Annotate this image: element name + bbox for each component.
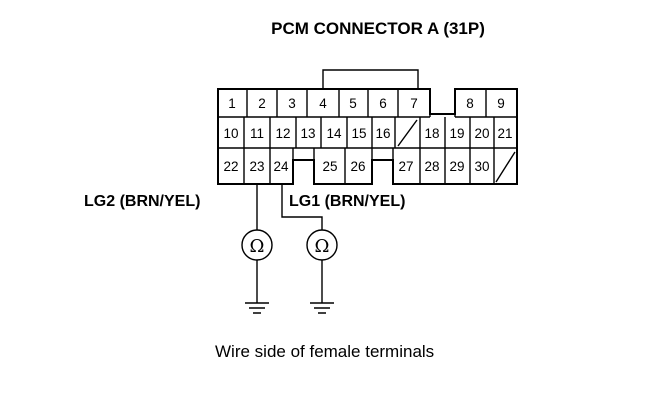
pin-row-2: 10 11 12 13 14 15 16 18 19 20 21 bbox=[223, 126, 512, 141]
ohm-symbol: Ω bbox=[315, 236, 330, 257]
ground-icon bbox=[245, 302, 269, 314]
row3-blank-cavity bbox=[495, 151, 516, 183]
pin-row-1: 1 2 3 4 5 6 7 8 9 bbox=[228, 96, 505, 111]
pin-label: 15 bbox=[351, 126, 366, 141]
pin-label: 27 bbox=[398, 159, 413, 174]
pin-label: 7 bbox=[410, 96, 418, 111]
pin-label: 8 bbox=[466, 96, 474, 111]
pin-label: 3 bbox=[288, 96, 296, 111]
pin-label: 14 bbox=[326, 126, 342, 141]
pin-label: 20 bbox=[474, 126, 489, 141]
pin-label: 1 bbox=[228, 96, 236, 111]
ohm-symbol: Ω bbox=[250, 236, 265, 257]
pin-label: 11 bbox=[250, 126, 264, 141]
pin-label: 2 bbox=[258, 96, 266, 111]
row2-blank-cavity bbox=[397, 119, 418, 147]
pin-label: 13 bbox=[300, 126, 315, 141]
lg1-wire bbox=[281, 184, 323, 230]
pin-label: 19 bbox=[449, 126, 464, 141]
pin-label: 21 bbox=[497, 126, 512, 141]
pin-label: 29 bbox=[449, 159, 464, 174]
pin-row-3: 22 23 24 25 26 27 28 29 30 bbox=[223, 159, 489, 174]
pin-label: 4 bbox=[319, 96, 327, 111]
pin-label: 23 bbox=[249, 159, 264, 174]
connector-lock-tab bbox=[322, 69, 419, 89]
pin-label: 10 bbox=[223, 126, 238, 141]
lg1-probe: Ω bbox=[281, 184, 338, 314]
pin-label: 12 bbox=[275, 126, 290, 141]
wire-label-lg1: LG1 (BRN/YEL) bbox=[289, 193, 405, 210]
pin-label: 16 bbox=[375, 126, 390, 141]
row1-dividers bbox=[246, 89, 487, 117]
pin-label: 28 bbox=[424, 159, 439, 174]
pin-label: 26 bbox=[350, 159, 365, 174]
row3-dividers bbox=[243, 148, 495, 184]
pin-label: 6 bbox=[379, 96, 387, 111]
pin-label: 5 bbox=[349, 96, 357, 111]
pin-label: 18 bbox=[424, 126, 439, 141]
lg2-probe: Ω bbox=[241, 184, 273, 314]
diagram-caption: Wire side of female terminals bbox=[215, 342, 434, 361]
pin-label: 30 bbox=[474, 159, 489, 174]
row2-dividers bbox=[243, 117, 495, 148]
pin-label: 22 bbox=[223, 159, 238, 174]
pin-label: 9 bbox=[497, 96, 505, 111]
diagram-title: PCM CONNECTOR A (31P) bbox=[271, 19, 485, 38]
wire-label-lg2: LG2 (BRN/YEL) bbox=[84, 193, 200, 210]
pin-label: 25 bbox=[322, 159, 337, 174]
pin-label: 24 bbox=[273, 159, 289, 174]
ground-icon bbox=[310, 302, 334, 314]
